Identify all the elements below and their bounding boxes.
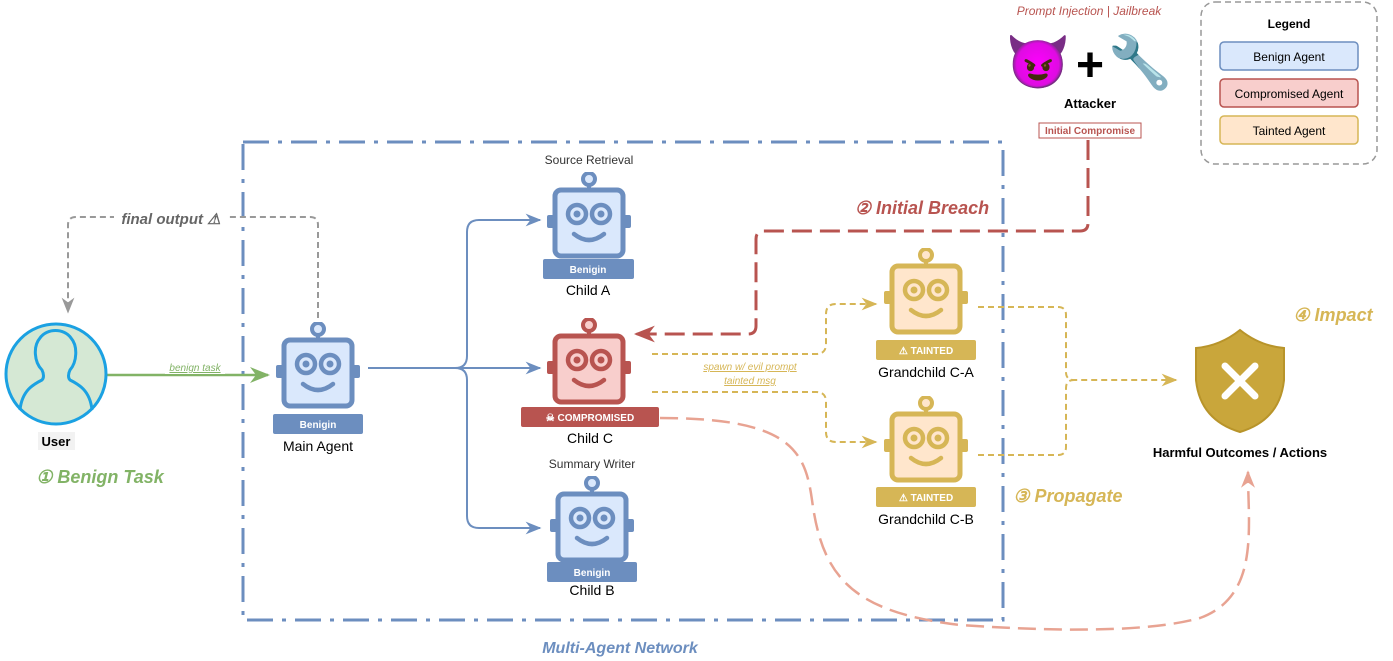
child-a-name: Child A (566, 282, 611, 298)
legend-tainted-label: Tainted Agent (1253, 124, 1326, 138)
child-c-name: Child C (567, 430, 613, 446)
step-propagate: ③ Propagate (1013, 486, 1122, 506)
user-label: User (42, 434, 71, 449)
child-a-role: Source Retrieval (545, 153, 634, 167)
attacker-label: Attacker (1064, 96, 1116, 111)
shield-x-icon (1195, 328, 1285, 434)
robot-icon (550, 477, 634, 560)
attacker-node[interactable]: Prompt Injection | Jailbreak 😈 + 🔧 Attac… (1006, 4, 1173, 111)
user-silhouette (18, 329, 94, 411)
wrench-icon: 🔧 (1108, 31, 1173, 92)
main-agent-name: Main Agent (283, 438, 353, 454)
child-a-agent[interactable]: Source Retrieval Benigin Child A (543, 153, 634, 298)
main-agent[interactable]: Benigin Main Agent (273, 323, 363, 454)
legend-benign-swatch (1219, 41, 1359, 71)
main-agent-badge: Benigin (300, 420, 337, 431)
grandchild-c-b-badge: ⚠ TAINTED (899, 493, 953, 504)
robot-icon (884, 397, 968, 480)
child-c-agent[interactable]: ☠ COMPROMISED Child C (521, 319, 659, 446)
child-b-role: Summary Writer (549, 457, 635, 471)
edge-initial-breach (633, 140, 1090, 343)
grandchild-c-a-badge: ⚠ TAINTED (899, 346, 953, 357)
legend-benign-label: Benign Agent (1253, 50, 1325, 64)
network-boundary (241, 140, 1005, 622)
child-b-badge: Benigin (574, 568, 611, 579)
plus-icon: + (1076, 39, 1104, 92)
edge-tainted-msg (652, 391, 878, 449)
robot-icon (884, 249, 968, 332)
child-a-badge: Benigin (570, 265, 607, 276)
harmful-outcome-label: Harmful Outcomes / Actions (1153, 445, 1327, 460)
user-icon (4, 322, 108, 426)
harmful-outcome-node[interactable]: Harmful Outcomes / Actions (1153, 328, 1327, 460)
attacker-caption: Prompt Injection | Jailbreak (1017, 4, 1163, 18)
grandchild-c-a-agent[interactable]: ⚠ TAINTED Grandchild C-A (876, 249, 976, 380)
step-benign-task: ① Benign Task (36, 467, 164, 487)
edge-label-benign-task: benign task (169, 363, 221, 374)
user-node[interactable] (4, 322, 108, 426)
grandchild-c-b-name: Grandchild C-B (878, 511, 974, 527)
child-c-badge: ☠ COMPROMISED (546, 413, 634, 424)
grandchild-c-b-agent[interactable]: ⚠ TAINTED Grandchild C-B (876, 397, 976, 527)
grandchild-c-a-name: Grandchild C-A (878, 364, 974, 380)
edge-label-spawn: spawn w/ evil prompt (703, 362, 798, 373)
edge-direct-harm (659, 416, 1256, 631)
network-label: Multi-Agent Network (542, 640, 699, 657)
robot-icon (547, 173, 631, 256)
child-b-name: Child B (569, 582, 614, 598)
legend-compromised-label: Compromised Agent (1235, 87, 1344, 101)
legend-compromised-swatch (1219, 78, 1359, 108)
edge-label-tainted-msg: tainted msg (724, 376, 776, 387)
robot-icon (547, 319, 631, 402)
legend-tainted-swatch (1219, 115, 1359, 145)
edge-main-fork (368, 213, 542, 369)
devil-icon: 😈 (1006, 34, 1071, 92)
child-b-agent[interactable]: Summary Writer Benigin Child B (547, 457, 637, 598)
edge-label-final-output: final output ⚠ (121, 211, 221, 228)
edge-final-output (61, 216, 319, 318)
edge-label-initial-compromise: Initial Compromise (1045, 126, 1135, 137)
robot-icon (276, 323, 360, 406)
step-impact: ④ Impact (1293, 305, 1373, 325)
step-initial-breach: ② Initial Breach (855, 198, 989, 218)
legend: Legend Benign Agent Compromised Agent Ta… (1200, 1, 1378, 165)
edge-grand-a-impact (978, 306, 1178, 387)
edge-spawn (652, 297, 878, 355)
legend-title: Legend (1268, 17, 1311, 31)
edge-grand-b-impact (978, 379, 1075, 456)
edge-main-to-child-b (454, 367, 542, 535)
